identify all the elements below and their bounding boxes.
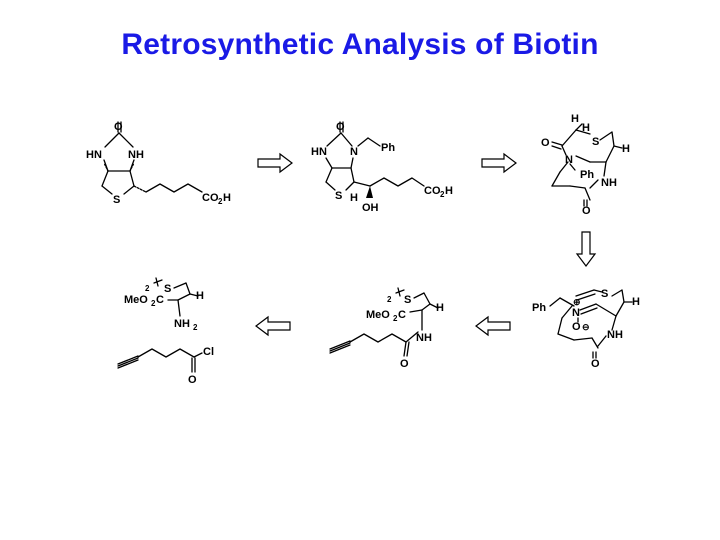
chloride-cl-label: Cl xyxy=(203,346,214,358)
amide-nh-label: NH xyxy=(416,332,432,344)
nitrone-plus-charge: ⊕ xyxy=(573,297,581,307)
nitrone-bottom-o: O xyxy=(591,358,600,370)
ester-meo-subscript: 2 xyxy=(151,299,156,308)
int2-hn-label: HN xyxy=(311,146,327,158)
lactam-h-top: H xyxy=(571,113,579,125)
lactam-nh-label: NH xyxy=(601,177,617,189)
benzyl-hydroxy-intermediate: O HN N Ph S H OH CO 2 H xyxy=(311,121,453,214)
alkyne-amide: 2 S H MeO 2 C NH O xyxy=(329,287,444,370)
biotin-co2-subscript: 2 xyxy=(218,197,223,206)
ester-s-label: S xyxy=(164,283,171,295)
nitrone-h-label: H xyxy=(632,296,640,308)
amide-h-label: H xyxy=(436,302,444,314)
page-title: Retrosynthetic Analysis of Biotin xyxy=(121,28,599,61)
lactam-h-inner: H xyxy=(582,122,590,134)
biotin-structure: O HN NH S CO 2 H xyxy=(86,121,231,206)
nitrone-minus-charge: ⊖ xyxy=(582,322,590,332)
ester-h-label: H xyxy=(196,290,204,302)
biotin-nh-label: NH xyxy=(128,149,144,161)
amide-o-label: O xyxy=(400,358,409,370)
amino-ester-fragment: 2 S H MeO 2 C NH 2 xyxy=(124,277,204,332)
int2-s-label: S xyxy=(335,190,342,202)
ester-nh2-subscript: 2 xyxy=(193,323,198,332)
int2-co2-subscript: 2 xyxy=(440,190,445,199)
lactam-bottom-o: O xyxy=(582,205,591,217)
ester-meo-label: MeO xyxy=(124,294,148,306)
acid-chloride-fragment: Cl O xyxy=(117,346,214,386)
bicyclic-lactam: H H O S H N Ph NH O xyxy=(541,113,630,217)
lactam-s-label: S xyxy=(592,136,599,148)
retro-arrow-5 xyxy=(255,315,291,337)
lactam-n-label: N xyxy=(565,154,573,166)
nitrone-s-label: S xyxy=(601,288,608,300)
int2-h-label: H xyxy=(350,192,358,204)
int2-ph-label: Ph xyxy=(381,142,395,154)
nitrone-ph-label: Ph xyxy=(532,302,546,314)
ester-c-label: C xyxy=(156,294,164,306)
lactam-ph-label: Ph xyxy=(580,169,594,181)
biotin-co-label: CO xyxy=(202,192,219,204)
ester-subscript-2: 2 xyxy=(145,284,150,293)
retro-arrow-3 xyxy=(575,231,597,267)
nitrone-o-label: O xyxy=(572,321,581,333)
amide-s-label: S xyxy=(404,294,411,306)
int2-carbonyl-o: O xyxy=(336,121,345,133)
retro-arrow-2 xyxy=(481,152,517,174)
int2-h2-label: H xyxy=(445,185,453,197)
lactam-carbonyl-o: O xyxy=(541,137,550,149)
biotin-h-label: H xyxy=(223,192,231,204)
amide-subscript-2: 2 xyxy=(387,295,392,304)
chloride-o-label: O xyxy=(188,374,197,386)
lactam-h-right: H xyxy=(622,143,630,155)
nitrone-n-label: N xyxy=(572,307,580,319)
retro-arrow-1 xyxy=(257,152,293,174)
nitrone-nh-label: NH xyxy=(607,329,623,341)
amide-c-label: C xyxy=(398,309,406,321)
biotin-s-label: S xyxy=(113,194,120,206)
amide-meo-subscript: 2 xyxy=(393,314,398,323)
biotin-hn-label: HN xyxy=(86,149,102,161)
int2-n-label: N xyxy=(350,146,358,158)
retro-arrow-4 xyxy=(475,315,511,337)
int2-oh-label: OH xyxy=(362,202,379,214)
nitrone-intermediate: Ph S H ⊕ N O ⊖ NH O xyxy=(532,288,640,370)
amide-meo-label: MeO xyxy=(366,309,390,321)
biotin-carbonyl-o: O xyxy=(114,121,123,133)
ester-nh-label: NH xyxy=(174,318,190,330)
int2-co-label: CO xyxy=(424,185,441,197)
